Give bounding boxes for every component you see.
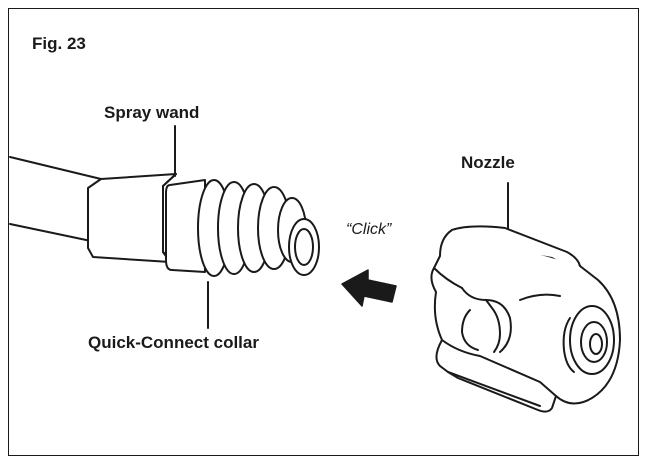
click-label: “Click” — [346, 221, 392, 238]
spray-wand-label: Spray wand — [104, 103, 200, 122]
nozzle-label: Nozzle — [461, 153, 515, 172]
collar-label: Quick-Connect collar — [88, 333, 259, 352]
left-arrow-icon — [341, 269, 397, 307]
figure-label: Fig. 23 — [32, 34, 86, 53]
nozzle — [430, 225, 621, 413]
spray-wand — [9, 156, 177, 263]
quick-connect-collar — [165, 179, 320, 277]
